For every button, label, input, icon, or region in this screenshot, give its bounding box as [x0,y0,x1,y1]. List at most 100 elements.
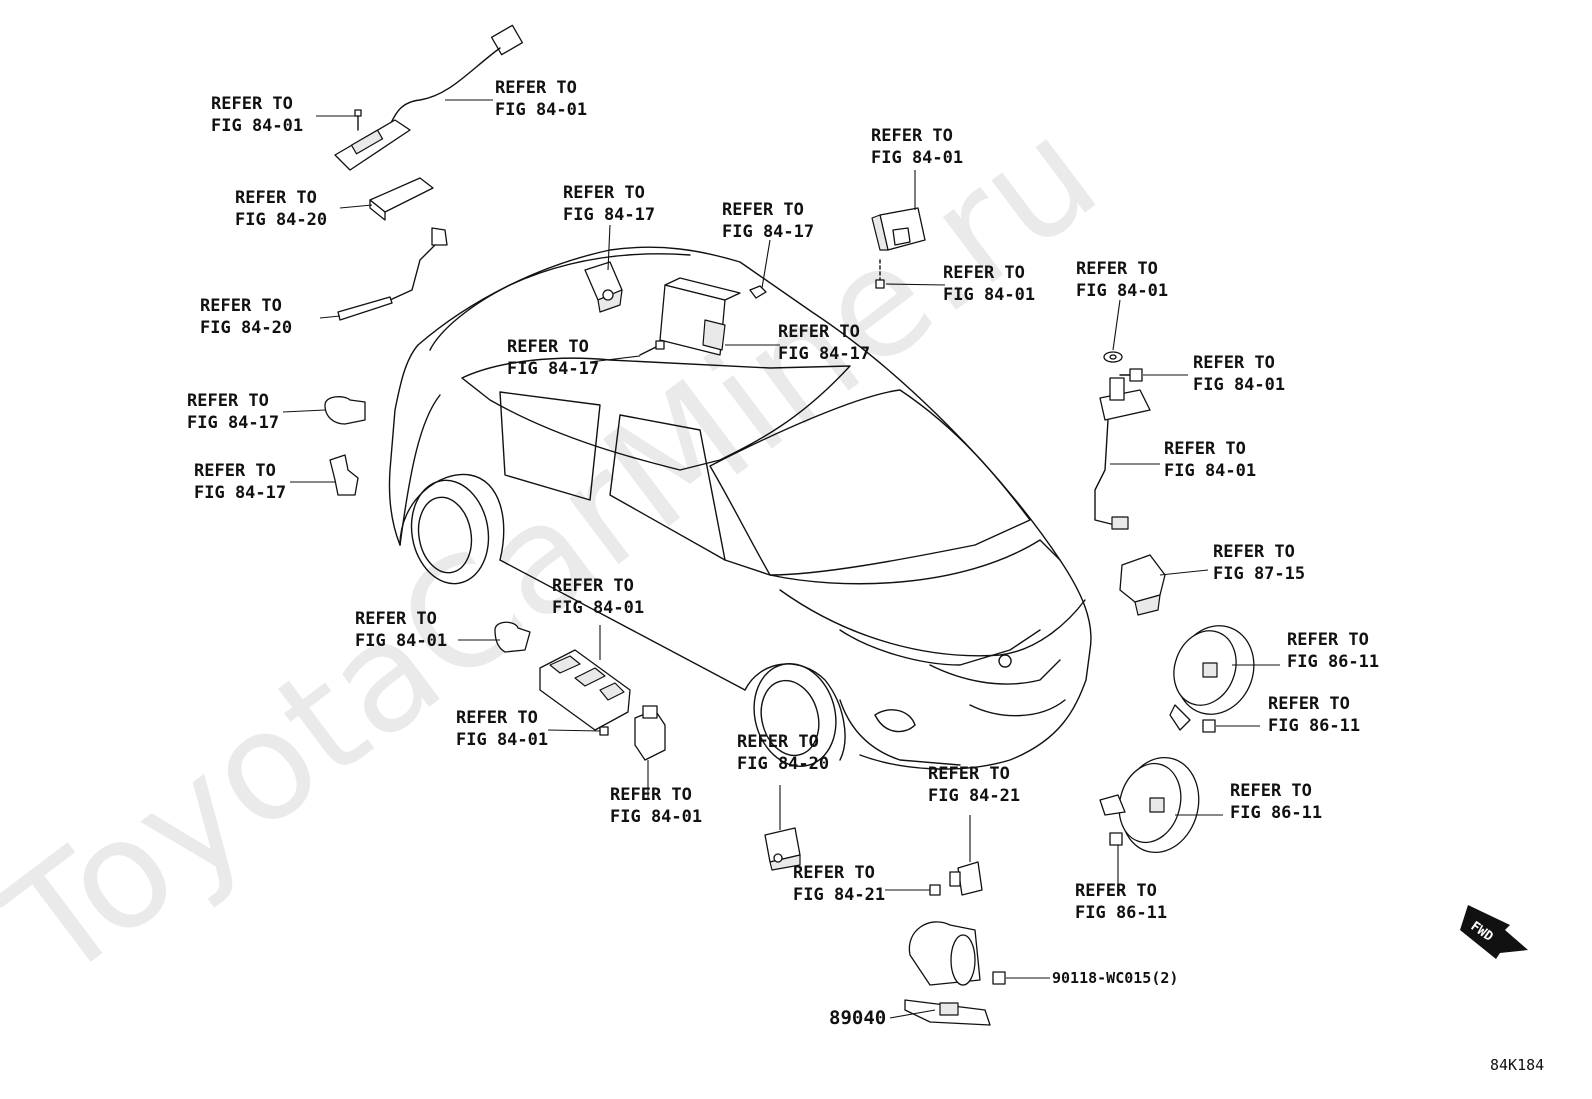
connector-part [1119,554,1166,616]
callout-line2: FIG 84-01 [355,631,447,651]
callout-line1: REFER TO [355,609,437,629]
callout-line2: FIG 86-11 [1287,652,1379,672]
horn-part [1099,756,1200,854]
screw-icon [599,726,609,736]
screw-icon [354,109,362,131]
callout-line2: FIG 86-11 [1268,716,1360,736]
nut-icon [749,285,767,299]
figure-code: 84K184 [1490,1056,1544,1074]
screw-icon [875,259,885,289]
callout-line1: REFER TO [1075,881,1157,901]
callout-line1: REFER TO [235,188,317,208]
leader-lines [282,99,1280,1019]
main-part-number[interactable]: 89040 [829,1007,886,1029]
callout-line1: REFER TO [1213,542,1295,562]
callout-line1: REFER TO [1164,439,1246,459]
washer-icon [1103,351,1123,363]
switch-part [871,207,926,251]
camera-part [584,261,623,313]
callout-line1: REFER TO [928,764,1010,784]
callout-line2: FIG 84-01 [1076,281,1168,301]
callout-line1: REFER TO [1287,630,1369,650]
callout-line2: FIG 84-01 [456,730,548,750]
callout-line2: FIG 87-15 [1213,564,1305,584]
callout-line2: FIG 84-01 [552,598,644,618]
switch-cluster-part [539,649,631,731]
ecu-part [659,277,741,356]
bolt-icon [992,971,1006,985]
callout-line2: FIG 84-17 [187,413,279,433]
height-sensor-part [1094,377,1151,530]
callout-line2: FIG 84-01 [871,148,963,168]
callout-line1: REFER TO [1230,781,1312,801]
callout-line2: FIG 84-17 [507,359,599,379]
callout-line1: REFER TO [495,78,577,98]
callout-line2: FIG 84-01 [495,100,587,120]
bolt-part-number[interactable]: 90118-WC015(2) [1052,969,1178,987]
buzzer-part-89040 [904,921,991,1026]
antenna-part [337,227,448,321]
callout-line1: REFER TO [211,94,293,114]
screw-icon [639,340,665,356]
callout-line1: REFER TO [793,863,875,883]
callout-line2: FIG 84-17 [722,222,814,242]
callout-line2: FIG 84-20 [737,754,829,774]
sensor-part [764,827,801,871]
callout-line2: FIG 84-01 [1193,375,1285,395]
callout-line1: REFER TO [1076,259,1158,279]
callout-line1: REFER TO [778,322,860,342]
callout-line1: REFER TO [722,200,804,220]
bolt-icon [1109,832,1123,846]
callout-line2: FIG 84-17 [778,344,870,364]
fwd-arrow-icon: FWD [1460,905,1528,959]
callout-line2: FIG 84-21 [928,786,1020,806]
callout-line1: REFER TO [507,337,589,357]
callout-line2: FIG 84-20 [200,318,292,338]
callout-line1: REFER TO [563,183,645,203]
clip-part [324,396,366,425]
callout-line2: FIG 84-17 [194,483,286,503]
callout-line1: REFER TO [200,296,282,316]
bracket-part [329,454,359,496]
horn-part [1169,625,1255,731]
callout-line2: FIG 84-01 [211,116,303,136]
bolt-icon [1119,368,1143,382]
callout-line2: FIG 84-01 [610,807,702,827]
callout-line1: REFER TO [1193,353,1275,373]
callout-line1: REFER TO [610,785,692,805]
callout-line2: FIG 84-21 [793,885,885,905]
bolt-icon [929,884,941,896]
cable-sensor-part [334,24,524,171]
callout-line1: REFER TO [943,263,1025,283]
callout-line1: REFER TO [456,708,538,728]
callout-line2: FIG 86-11 [1230,803,1322,823]
